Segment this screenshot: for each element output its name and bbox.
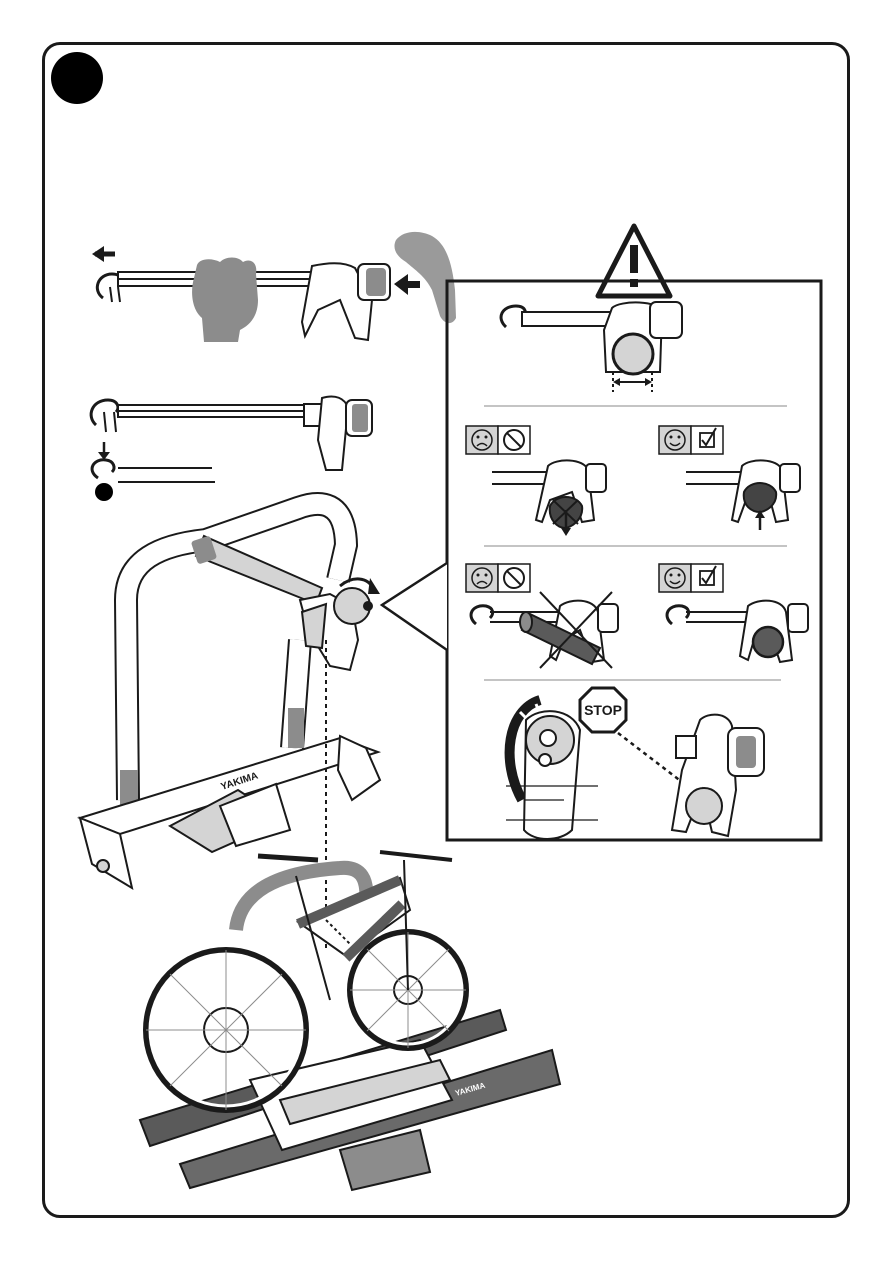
callout-pointer	[382, 563, 447, 650]
leader-line	[618, 733, 682, 782]
wrong-placement-indicator-1	[466, 426, 530, 454]
wrong-angled-tube-detail	[471, 592, 618, 668]
clamp-closed-detail	[672, 715, 764, 836]
warning-triangle-icon	[598, 226, 670, 296]
arm-retract-figure	[91, 396, 372, 501]
clamp-width-detail	[501, 302, 682, 392]
correct-placement-indicator-1	[659, 426, 723, 454]
wrong-clamp-down-detail	[492, 460, 606, 536]
arrow-push-icon	[394, 274, 420, 295]
platform: YAKIMA	[140, 1010, 560, 1190]
correct-aligned-tube-detail	[667, 601, 808, 662]
fist-hand-icon	[192, 258, 258, 343]
correct-placement-indicator-2	[659, 564, 723, 592]
stop-sign-icon: STOP	[580, 688, 626, 732]
wrong-placement-indicator-2	[466, 564, 530, 592]
correct-clamp-up-detail	[686, 460, 800, 530]
stop-label: STOP	[584, 702, 622, 718]
